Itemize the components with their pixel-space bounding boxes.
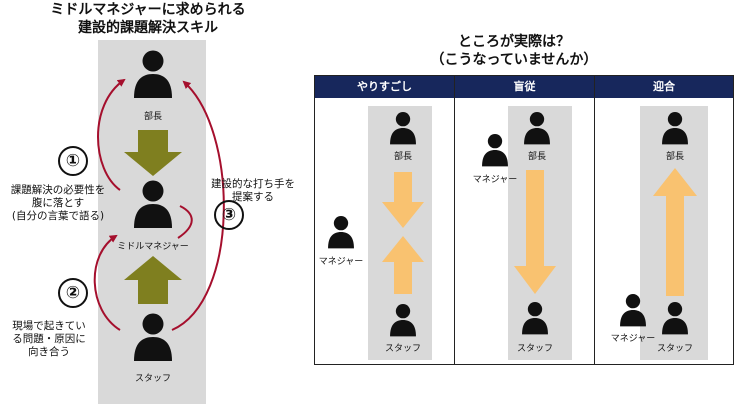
boss-person-icon	[134, 50, 172, 98]
col1-arrow-down	[382, 172, 424, 228]
col1-manager-label: マネジャー	[318, 257, 364, 267]
cycle-connector	[177, 205, 193, 239]
header-moujuu: 盲従	[455, 76, 594, 98]
column-divider-2	[594, 76, 595, 364]
step2-text: 現場で起きてい る問題・原因に 向き合う	[6, 320, 92, 359]
right-diagram: ところが実際は？ （こうなっていませんか） やりすごし 盲従 迎合 部長 マネジ…	[300, 0, 740, 408]
col1-manager-icon	[328, 215, 354, 249]
header-geigou: 迎合	[595, 76, 733, 98]
step2-number: ②	[58, 278, 88, 308]
middle-manager-person-icon	[134, 180, 172, 228]
step2-text-line1: 現場で起きてい	[12, 320, 86, 332]
left-title-line2: 建設的課題解決スキル	[78, 20, 218, 36]
col3-manager-label: マネジャー	[610, 334, 656, 344]
step1-text-line1: 課題解決の必要性を	[10, 184, 106, 196]
col3-arrow-up	[653, 168, 697, 296]
col2-arrow-down	[514, 170, 556, 294]
olive-arrow-down	[124, 130, 182, 176]
col2-boss-icon	[524, 111, 550, 145]
col3-manager-icon	[620, 293, 646, 327]
column-divider-1	[454, 76, 455, 364]
step2-text-line3: 向き合う	[28, 346, 70, 358]
staff-label: スタッフ	[134, 374, 171, 384]
col2-boss-label: 部長	[527, 152, 546, 162]
col1-arrow-up	[382, 236, 424, 294]
left-title-line1: ミドルマネジャーに求められる	[50, 2, 246, 18]
col1-boss-icon	[390, 111, 416, 145]
col2-staff-icon	[522, 301, 548, 335]
col2-staff-label: スタッフ	[516, 344, 553, 354]
col3-staff-icon	[662, 301, 688, 335]
step3-text-line2: 提案する	[232, 191, 274, 203]
step1-number: ①	[58, 146, 88, 176]
right-title-line1: ところが実際は？	[458, 34, 570, 50]
col3-staff-label: スタッフ	[656, 344, 693, 354]
olive-arrow-up	[124, 256, 182, 304]
col1-gray-strip	[368, 106, 432, 360]
staff-person-icon	[134, 313, 172, 361]
col1-staff-label: スタッフ	[384, 344, 421, 354]
col1-boss-label: 部長	[393, 152, 412, 162]
right-title-line2: （こうなっていませんか）	[430, 52, 598, 68]
step2-text-line2: る問題・原因に	[12, 333, 86, 345]
step3-text: 建設的な打ち手を 提案する	[206, 178, 300, 204]
step1-text-line3: (自分の言葉で語る)	[11, 210, 105, 222]
step3-text-line1: 建設的な打ち手を	[211, 178, 295, 190]
comparison-table	[314, 75, 734, 365]
header-yarisugoshi: やりすごし	[315, 76, 454, 98]
step1-text-line2: 腹に落とす	[31, 197, 85, 209]
middle-manager-label: ミドルマネジャー	[117, 242, 189, 252]
left-diagram: ミドルマネジャーに求められる 建設的課題解決スキル 部長 ミドルマネジャー スタ…	[0, 0, 300, 408]
cycle-arrow-step2	[93, 234, 121, 331]
col1-staff-icon	[390, 303, 416, 337]
boss-label: 部長	[143, 112, 162, 122]
col3-boss-label: 部長	[665, 152, 684, 162]
step1-text: 課題解決の必要性を 腹に落とす (自分の言葉で語る)	[2, 184, 114, 223]
col2-manager-label: マネジャー	[472, 175, 518, 185]
step3-number: ③	[214, 200, 244, 230]
col3-boss-icon	[662, 111, 688, 145]
col2-manager-icon	[482, 133, 508, 167]
cycle-arrow-step1	[97, 78, 126, 191]
